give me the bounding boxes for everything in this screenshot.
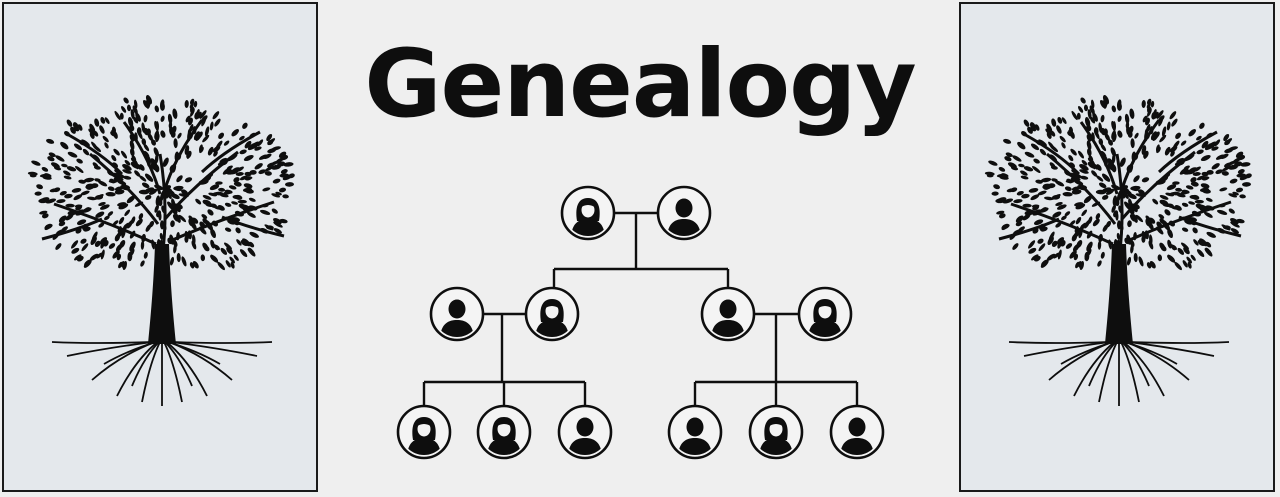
child-1-2-female-person-icon	[476, 404, 532, 460]
child-2-3-male-person-icon	[829, 404, 885, 460]
parent-2-2-female-person-icon	[797, 286, 853, 342]
right-tree-panel	[959, 2, 1275, 492]
grandparent-1-female-person-icon	[560, 185, 616, 241]
child-2-2-female-person-icon	[748, 404, 804, 460]
child-1-1-female-person-icon	[396, 404, 452, 460]
child-2-1-male-person-icon	[667, 404, 723, 460]
parent-1-2-female-person-icon	[524, 286, 580, 342]
page-title: Genealogy	[364, 30, 916, 139]
parent-1-1-male-person-icon	[429, 286, 485, 342]
parent-2-1-male-person-icon	[700, 286, 756, 342]
family-tree-connectors	[422, 211, 859, 406]
left-tree-panel	[2, 2, 318, 492]
grandparent-2-male-person-icon	[656, 185, 712, 241]
family-tree-nodes	[396, 185, 885, 460]
tree-with-roots-icon	[984, 95, 1252, 406]
child-1-3-male-person-icon	[557, 404, 613, 460]
tree-with-roots-icon	[27, 95, 295, 406]
